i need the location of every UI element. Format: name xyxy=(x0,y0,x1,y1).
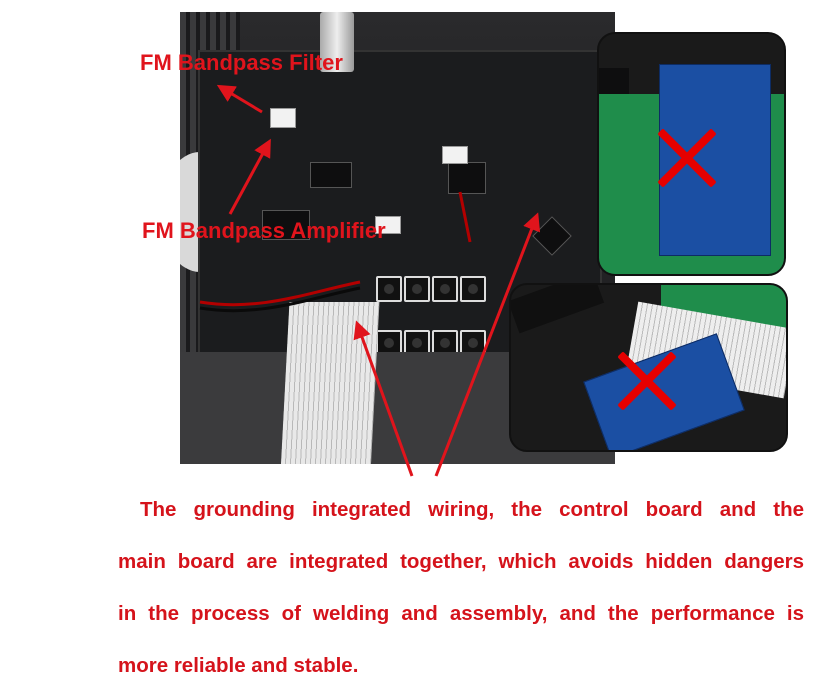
board-button xyxy=(460,276,486,302)
inset-display-module xyxy=(509,283,788,452)
wiring xyxy=(199,191,472,313)
board-button xyxy=(404,276,430,302)
description-line: The grounding integrated wiring, the con… xyxy=(140,498,804,521)
amplifier-callout-label: FM Bandpass Amplifier xyxy=(142,218,386,243)
ic-chip xyxy=(448,162,486,194)
description-line: in the process of welding and assembly, … xyxy=(118,602,804,625)
ic-chip xyxy=(262,210,310,240)
description-line: main board are integrated together, whic… xyxy=(118,550,804,573)
board-button xyxy=(460,330,486,356)
description-paragraph: The grounding integrated wiring, the con… xyxy=(118,484,804,692)
board-button xyxy=(376,276,402,302)
ic-chip xyxy=(310,162,352,188)
connector xyxy=(375,216,401,234)
board-button xyxy=(432,276,458,302)
inset-control-board xyxy=(597,32,786,276)
connector xyxy=(270,108,296,128)
description-line: more reliable and stable. xyxy=(118,654,359,677)
filter-callout-label: FM Bandpass Filter xyxy=(140,50,343,75)
connector xyxy=(442,146,468,164)
ic-chip xyxy=(599,68,629,98)
bnc-antenna-connector xyxy=(320,12,354,72)
